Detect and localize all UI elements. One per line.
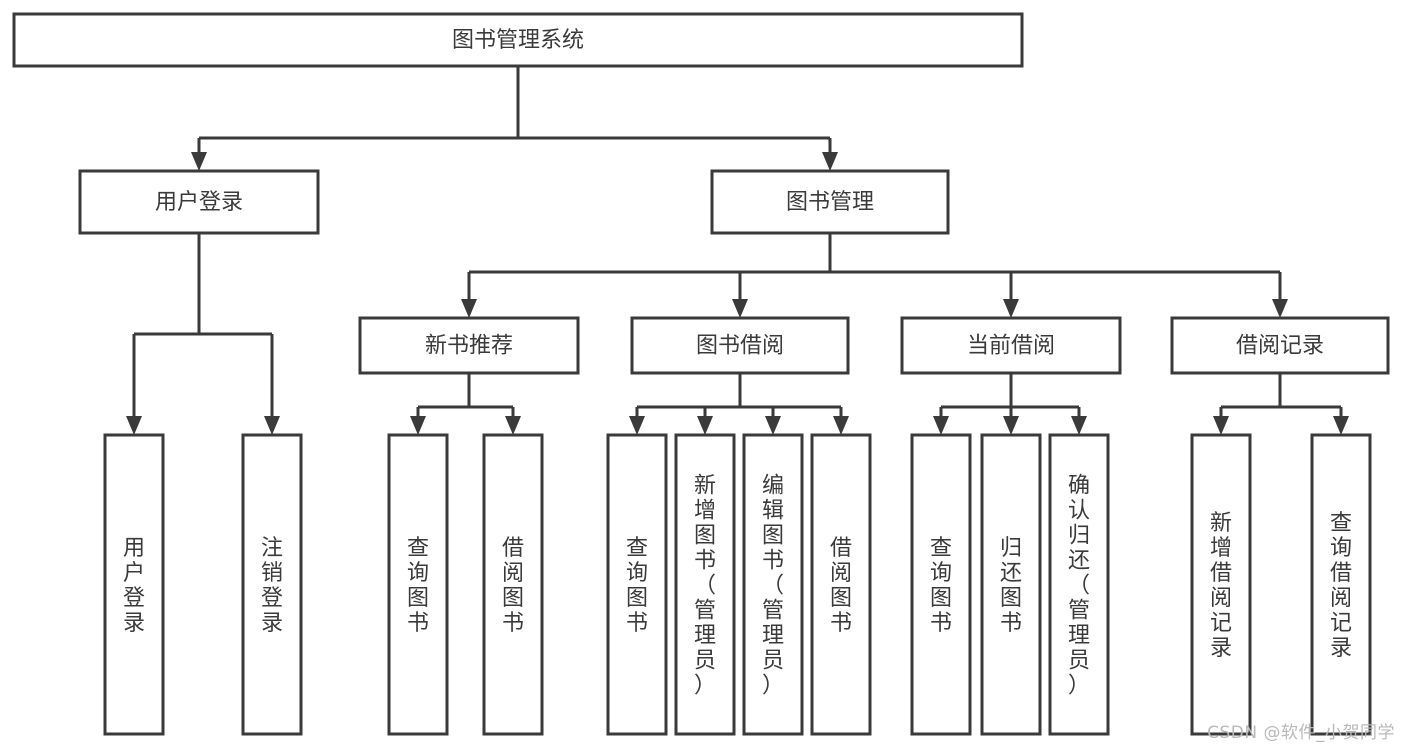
node-label: 新书推荐 xyxy=(425,334,513,359)
node-label: 编辑图书（管理员） xyxy=(762,474,784,699)
node-rect xyxy=(742,433,804,736)
node-title-system[interactable]: 图书管理系统 xyxy=(12,12,1024,68)
arrowhead-icon xyxy=(1333,416,1349,435)
node-rect xyxy=(630,316,850,375)
arrowhead-icon xyxy=(126,416,142,435)
arrowhead-icon xyxy=(410,416,426,435)
node-new_book_rec[interactable]: 新书推荐 xyxy=(358,316,580,375)
node-label: 用户登录 xyxy=(123,536,145,636)
arrowhead-icon xyxy=(1071,416,1087,435)
node-book_borrow[interactable]: 图书借阅 xyxy=(630,316,850,375)
arrowhead-icon xyxy=(191,152,207,171)
arrowhead-icon xyxy=(1003,416,1019,435)
node-label: 查询图书 xyxy=(930,536,952,636)
csdn-watermark: CSDN @软件_小贺同学 xyxy=(1207,723,1395,743)
node-rect xyxy=(1310,433,1372,736)
node-user_login[interactable]: 用户登录 xyxy=(78,169,320,235)
node-layer: 图书管理系统用户登录图书管理新书推荐图书借阅当前借阅借阅记录用户登录注销登录查询… xyxy=(12,12,1390,736)
node-label: 借阅图书 xyxy=(830,536,852,636)
arrowhead-icon xyxy=(264,416,280,435)
leaf-confirm-return[interactable]: 确认归还（管理员） xyxy=(1048,433,1110,736)
arrowhead-icon xyxy=(1272,299,1288,318)
node-rect xyxy=(241,433,303,736)
node-label: 查询借阅记录 xyxy=(1330,511,1352,661)
node-rect xyxy=(674,433,736,736)
node-rect xyxy=(12,12,1024,68)
leaf-user-login[interactable]: 用户登录 xyxy=(103,433,165,736)
node-label: 图书管理系统 xyxy=(452,28,584,53)
node-rect xyxy=(910,433,972,736)
node-rect xyxy=(900,316,1122,375)
node-label: 借阅图书 xyxy=(502,536,524,636)
node-label: 用户登录 xyxy=(155,190,243,215)
node-current_borrow[interactable]: 当前借阅 xyxy=(900,316,1122,375)
arrowhead-icon xyxy=(629,416,645,435)
node-label: 注销登录 xyxy=(261,536,283,636)
node-label: 查询图书 xyxy=(407,536,429,636)
arrowhead-icon xyxy=(697,416,713,435)
arrowhead-icon xyxy=(833,416,849,435)
node-rect xyxy=(78,169,320,235)
node-book_manage[interactable]: 图书管理 xyxy=(710,169,950,235)
leaf-add-record[interactable]: 新增借阅记录 xyxy=(1190,433,1252,736)
node-label: 确认归还（管理员） xyxy=(1068,474,1090,699)
node-label: 图书借阅 xyxy=(696,334,784,359)
node-label: 当前借阅 xyxy=(967,334,1055,359)
node-rect xyxy=(1190,433,1252,736)
leaf-logout[interactable]: 注销登录 xyxy=(241,433,303,736)
leaf-query-book-rec[interactable]: 查询图书 xyxy=(387,433,449,736)
node-rect xyxy=(980,433,1042,736)
node-label: 查询图书 xyxy=(626,536,648,636)
leaf-query-record[interactable]: 查询借阅记录 xyxy=(1310,433,1372,736)
node-rect xyxy=(103,433,165,736)
node-rect xyxy=(482,433,544,736)
connector-layer xyxy=(126,66,1349,435)
leaf-borrow-book[interactable]: 借阅图书 xyxy=(810,433,872,736)
arrowhead-icon xyxy=(461,299,477,318)
node-rect xyxy=(358,316,580,375)
node-borrow_record[interactable]: 借阅记录 xyxy=(1170,316,1390,375)
node-label: 图书管理 xyxy=(786,190,874,215)
leaf-return-book[interactable]: 归还图书 xyxy=(980,433,1042,736)
arrowhead-icon xyxy=(933,416,949,435)
node-label: 归还图书 xyxy=(1000,536,1022,636)
arrowhead-icon xyxy=(732,299,748,318)
arrowhead-icon xyxy=(1003,299,1019,318)
node-rect xyxy=(1048,433,1110,736)
node-rect xyxy=(606,433,668,736)
node-label: 借阅记录 xyxy=(1236,334,1324,359)
leaf-edit-book[interactable]: 编辑图书（管理员） xyxy=(742,433,804,736)
node-rect xyxy=(1170,316,1390,375)
node-rect xyxy=(810,433,872,736)
leaf-query-book-borrow[interactable]: 查询图书 xyxy=(606,433,668,736)
node-label: 新增图书（管理员） xyxy=(694,474,716,699)
arrowhead-icon xyxy=(765,416,781,435)
arrowhead-icon xyxy=(1213,416,1229,435)
node-rect xyxy=(387,433,449,736)
leaf-query-book-current[interactable]: 查询图书 xyxy=(910,433,972,736)
node-label: 新增借阅记录 xyxy=(1210,511,1232,661)
node-rect xyxy=(710,169,950,235)
leaf-add-book[interactable]: 新增图书（管理员） xyxy=(674,433,736,736)
leaf-borrow-book-rec[interactable]: 借阅图书 xyxy=(482,433,544,736)
arrowhead-icon xyxy=(505,416,521,435)
arrowhead-icon xyxy=(822,152,838,171)
